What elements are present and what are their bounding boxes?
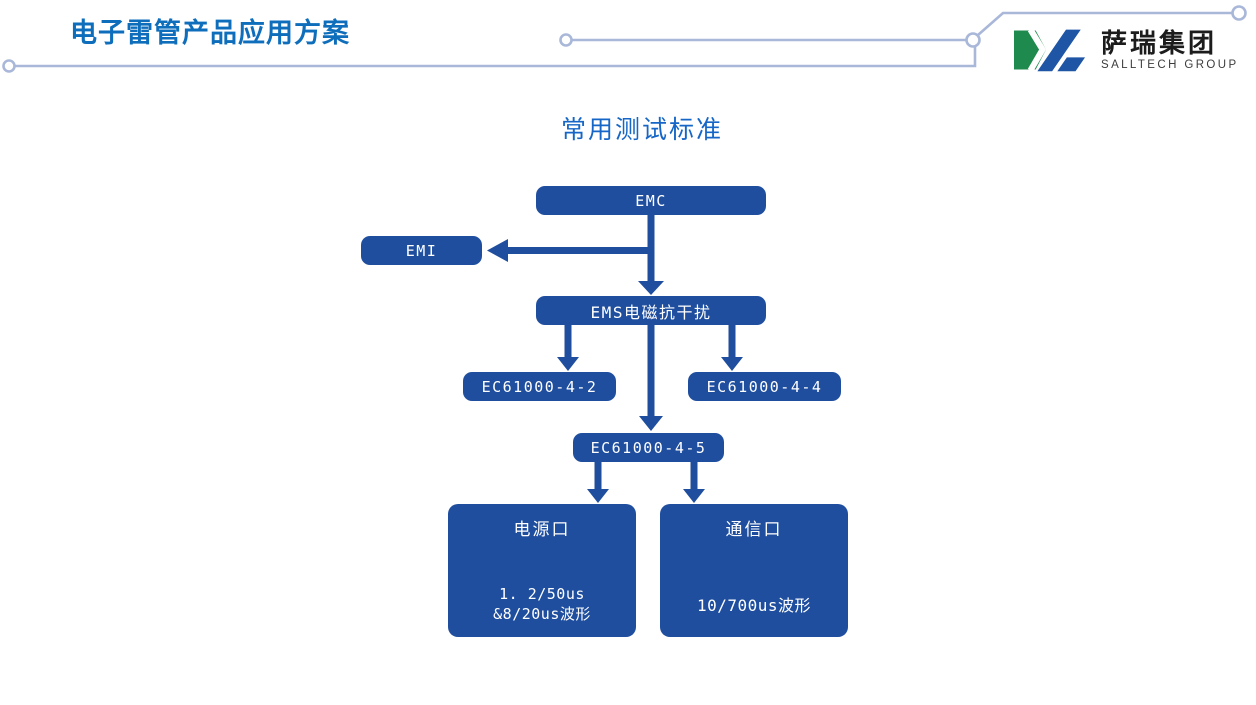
power-port-detail-line1: 1. 2/50us xyxy=(499,584,585,603)
node-comm-port: 通信口 10/700us波形 xyxy=(660,504,848,637)
logo-mark-icon xyxy=(1014,28,1086,72)
node-ems: EMS电磁抗干扰 xyxy=(536,296,766,325)
node-ec61000-4-5: EC61000-4-5 xyxy=(573,433,724,462)
comm-port-detail: 10/700us波形 xyxy=(697,595,811,617)
node-emc: EMC xyxy=(536,186,766,215)
arrowhead-down-ems xyxy=(638,281,664,295)
arrowhead-down-power xyxy=(587,489,609,503)
arrowhead-left-emi xyxy=(487,239,508,262)
logo-text: 萨瑞集团 SALLTECH GROUP xyxy=(1101,29,1239,71)
arrowhead-down-ec42 xyxy=(557,357,579,371)
diagram-title: 常用测试标准 xyxy=(560,116,723,144)
page-title: 电子雷管产品应用方案 xyxy=(70,18,350,48)
power-port-detail: 1. 2/50us &8/20us波形 xyxy=(493,584,591,625)
logo-name: 萨瑞集团 xyxy=(1101,28,1218,59)
logo-subtitle: SALLTECH GROUP xyxy=(1101,58,1239,71)
arrowhead-down-ec44 xyxy=(721,357,743,371)
node-ec61000-4-4: EC61000-4-4 xyxy=(688,372,841,401)
arrowhead-down-comm xyxy=(683,489,705,503)
node-power-port: 电源口 1. 2/50us &8/20us波形 xyxy=(448,504,636,637)
comm-port-detail-line1: 10/700us波形 xyxy=(696,596,812,616)
logo: 萨瑞集团 SALLTECH GROUP xyxy=(1014,26,1239,74)
power-port-detail-line2: &8/20us波形 xyxy=(493,604,591,623)
node-ec61000-4-2: EC61000-4-2 xyxy=(463,372,616,401)
node-emi: EMI xyxy=(361,236,482,265)
comm-port-title: 通信口 xyxy=(725,520,783,539)
arrowhead-down-ec45 xyxy=(639,416,663,431)
power-port-title: 电源口 xyxy=(513,520,571,539)
